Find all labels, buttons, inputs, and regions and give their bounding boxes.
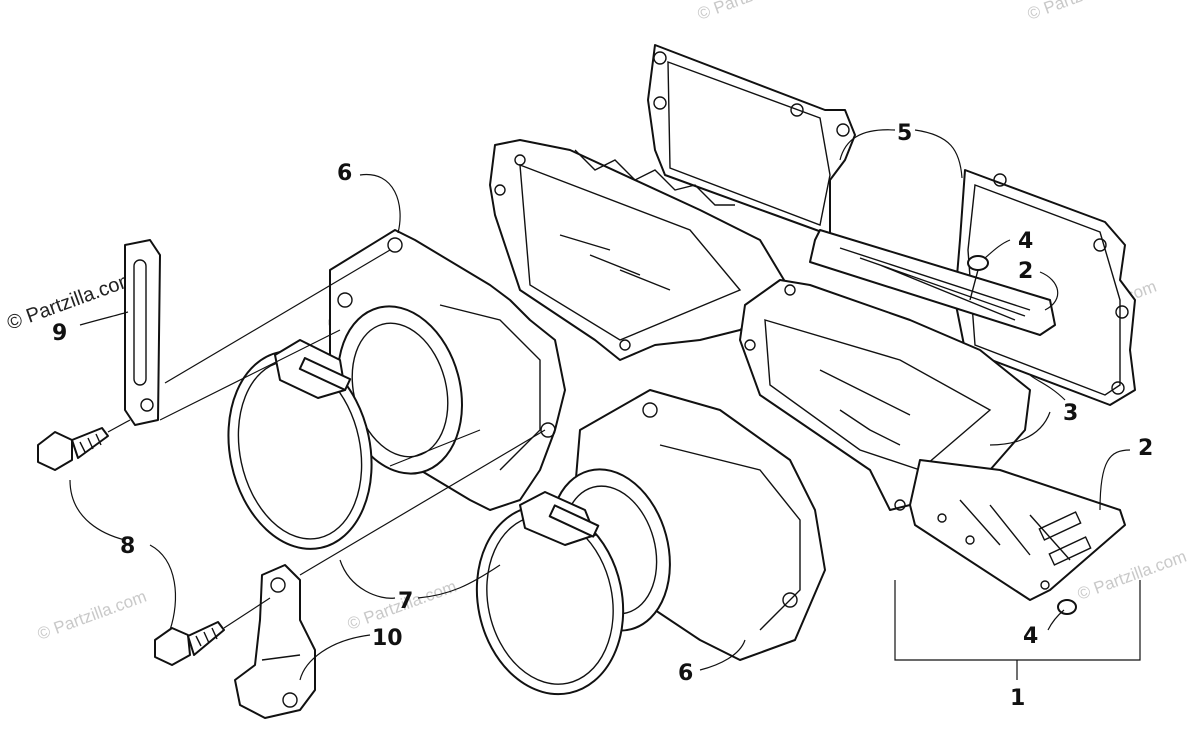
leader-lines — [69, 129, 1131, 681]
callout-4-lower: 4 — [1023, 624, 1038, 649]
callout-3: 3 — [1063, 401, 1078, 426]
callout-8: 8 — [120, 534, 135, 559]
callout-6-upper: 6 — [337, 161, 352, 186]
callout-2-lower: 2 — [1138, 436, 1153, 461]
bolt-lower — [154, 621, 225, 666]
callout-9: 9 — [52, 321, 67, 346]
callout-2-upper: 2 — [1018, 259, 1033, 284]
hose-clamp-lower — [475, 491, 625, 696]
intake-boot-upper — [329, 229, 566, 511]
callout-5: 5 — [897, 121, 912, 146]
callout-7: 7 — [398, 589, 413, 614]
watermark-text: © Partzilla.com — [1075, 547, 1189, 604]
screw-lower — [1057, 599, 1077, 615]
watermark-text: © Partzilla.com — [695, 0, 809, 24]
callout-1: 1 — [1010, 686, 1025, 711]
corner-watermark: © Partzilla.com — [4, 268, 138, 335]
mounting-plate-9 — [124, 239, 161, 426]
callouts: 1 2 2 3 4 4 5 6 6 7 8 9 10 — [52, 121, 1153, 711]
reed-cage-lower — [739, 279, 1031, 511]
hose-clamp-upper — [227, 339, 373, 550]
gasket-5 — [647, 44, 1136, 406]
callout-4-upper: 4 — [1018, 229, 1033, 254]
callout-6-lower: 6 — [678, 661, 693, 686]
reed-cage-upper — [489, 139, 791, 361]
callout-10: 10 — [372, 626, 403, 651]
screw-upper — [967, 255, 989, 301]
reed-petal-lower — [909, 459, 1126, 601]
watermark-text: © Partzilla.com — [1025, 0, 1139, 24]
reed-petal-upper — [809, 229, 1056, 336]
watermark-text: © Partzilla.com — [35, 587, 149, 644]
bolt-upper — [37, 427, 109, 471]
bracket-10 — [234, 564, 316, 719]
assembly-lines — [107, 249, 546, 629]
